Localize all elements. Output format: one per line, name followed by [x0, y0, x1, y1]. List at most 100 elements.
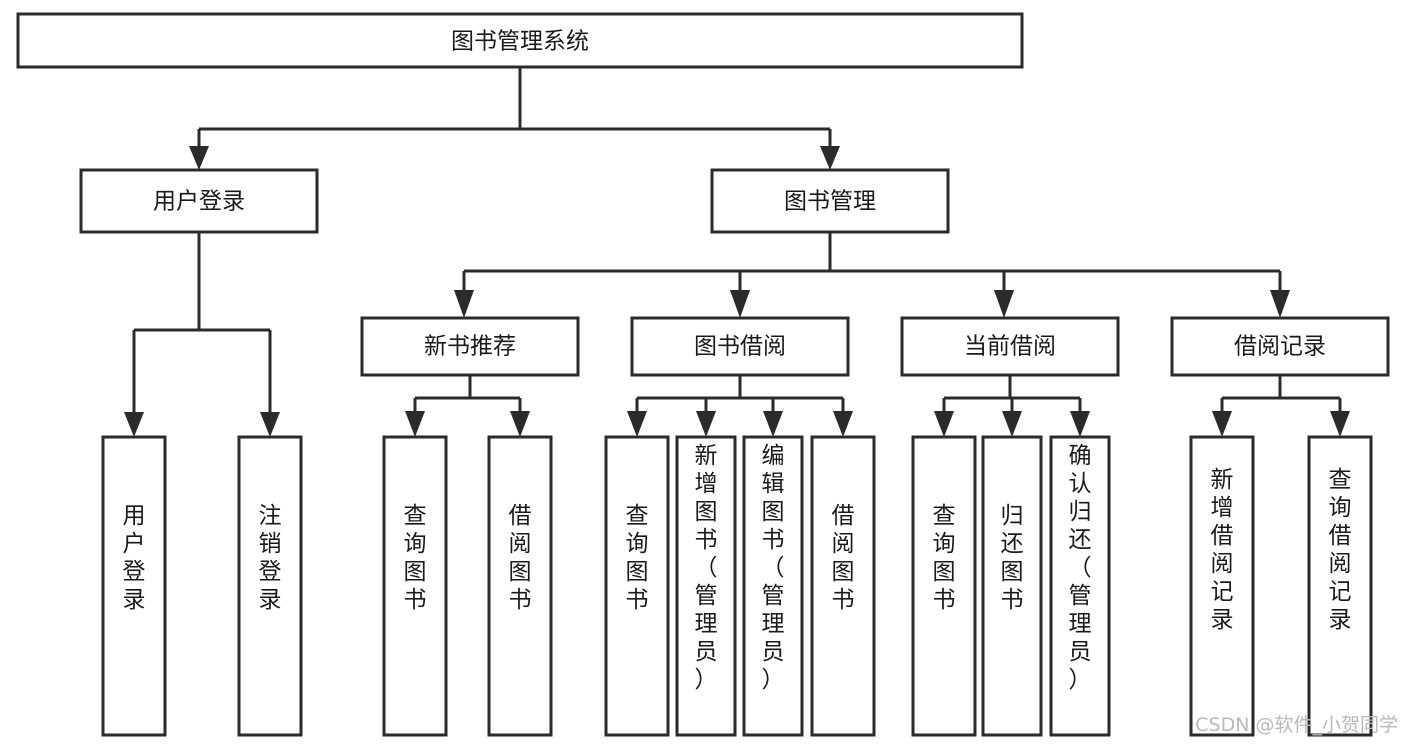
- leaf-query-book-3-box[interactable]: [911, 435, 977, 737]
- leaf-add-book-box[interactable]: [675, 435, 737, 737]
- node-current-borrow-box[interactable]: [900, 316, 1120, 377]
- leaf-edit-book-box[interactable]: [742, 435, 804, 737]
- vertical-glyph: 登: [259, 559, 282, 585]
- leaf-borrow-book-1-box[interactable]: [487, 435, 553, 737]
- node-root[interactable]: 图书管理系统: [16, 12, 1024, 69]
- arrowhead-leaf-edit-book: [763, 411, 783, 437]
- arrowhead-leaf-query-book-3: [934, 411, 954, 437]
- vertical-glyph: 增: [695, 471, 718, 497]
- arrowhead-leaf-query-book-1: [405, 411, 425, 437]
- leaf-user-login-box[interactable]: [101, 435, 167, 737]
- vertical-glyph: 借: [1329, 523, 1352, 549]
- node-borrow-record[interactable]: 借阅记录: [1170, 316, 1390, 377]
- vertical-glyph: 归: [1001, 503, 1024, 529]
- connector-group-current-borrow: [934, 375, 1090, 437]
- vertical-glyph: 辑: [762, 471, 785, 497]
- vertical-glyph: 员: [1069, 639, 1092, 665]
- vertical-glyph: 查: [933, 503, 956, 529]
- node-book-manage[interactable]: 图书管理: [710, 168, 950, 234]
- leaf-return-book-box[interactable]: [981, 435, 1043, 737]
- vertical-glyph: 记: [1329, 579, 1352, 605]
- connector-group-book-manage: [454, 232, 1290, 318]
- vertical-glyph: 书: [509, 587, 532, 613]
- leaf-query-book-1-box[interactable]: [382, 435, 448, 737]
- vertical-glyph: 图: [1001, 559, 1024, 585]
- node-user-login-box[interactable]: [79, 168, 319, 234]
- node-borrow-record-box[interactable]: [1170, 316, 1390, 377]
- node-book-manage-box[interactable]: [710, 168, 950, 234]
- node-borrow-record-label: 借阅记录: [1234, 334, 1326, 360]
- arrowhead-leaf-confirm-return: [1070, 411, 1090, 437]
- vertical-glyph: 阅: [1211, 551, 1234, 577]
- leaf-logout-login-box[interactable]: [237, 435, 303, 737]
- leaf-confirm-return-box[interactable]: [1049, 435, 1111, 737]
- leaf-query-book-2-box[interactable]: [604, 435, 670, 737]
- vertical-glyph: 询: [404, 531, 427, 557]
- vertical-glyph: 管: [695, 583, 718, 609]
- vertical-glyph: 图: [404, 559, 427, 585]
- vertical-glyph: 书: [695, 527, 718, 553]
- vertical-glyph: 录: [1211, 607, 1234, 633]
- arrowhead-borrow-record: [1270, 290, 1290, 318]
- vertical-glyph: 录: [123, 587, 146, 613]
- node-root-box[interactable]: [16, 12, 1024, 69]
- leaf-query-record-box[interactable]: [1307, 435, 1373, 737]
- vertical-glyph: 还: [1069, 527, 1092, 553]
- vertical-glyph: 书: [832, 587, 855, 613]
- vertical-glyph: 阅: [832, 531, 855, 557]
- node-new-book-recommend-box[interactable]: [360, 316, 580, 377]
- vertical-glyph: （: [695, 555, 718, 581]
- vertical-glyph: 阅: [509, 531, 532, 557]
- node-new-book-recommend[interactable]: 新书推荐: [360, 316, 580, 377]
- vertical-glyph: 登: [123, 559, 146, 585]
- arrowhead-current-borrow: [994, 290, 1014, 318]
- arrowhead-leaf-return-book: [1002, 411, 1022, 437]
- vertical-glyph: 员: [762, 639, 785, 665]
- vertical-glyph: 录: [1329, 607, 1352, 633]
- arrowhead-book-borrow: [730, 290, 750, 318]
- leaf-add-record-box[interactable]: [1189, 435, 1255, 737]
- vertical-glyph: （: [1069, 555, 1092, 581]
- leaf-borrow-book-2-box[interactable]: [810, 435, 876, 737]
- leaf-user-login[interactable]: 用户登录: [101, 435, 167, 737]
- vertical-glyph: 图: [832, 559, 855, 585]
- connector-group-user-login: [124, 232, 280, 437]
- vertical-glyph: 用: [123, 503, 146, 529]
- vertical-glyph: 认: [1069, 471, 1092, 497]
- vertical-glyph: 借: [509, 503, 532, 529]
- arrowhead-leaf-query-book-2: [627, 411, 647, 437]
- node-user-login[interactable]: 用户登录: [79, 168, 319, 234]
- vertical-glyph: 询: [626, 531, 649, 557]
- node-current-borrow[interactable]: 当前借阅: [900, 316, 1120, 377]
- vertical-glyph: 确: [1069, 443, 1092, 469]
- vertical-glyph: 归: [1069, 499, 1092, 525]
- vertical-glyph: 图: [509, 559, 532, 585]
- vertical-glyph: 询: [1329, 495, 1352, 521]
- vertical-glyph: 阅: [1329, 551, 1352, 577]
- vertical-glyph: ）: [1069, 667, 1092, 693]
- node-root-label: 图书管理系统: [451, 29, 589, 55]
- node-book-borrow-box[interactable]: [630, 316, 850, 377]
- node-book-borrow[interactable]: 图书借阅: [630, 316, 850, 377]
- node-book-manage-label: 图书管理: [784, 189, 876, 215]
- connector-group-new-book-recommend: [405, 375, 530, 437]
- vertical-glyph: 查: [404, 503, 427, 529]
